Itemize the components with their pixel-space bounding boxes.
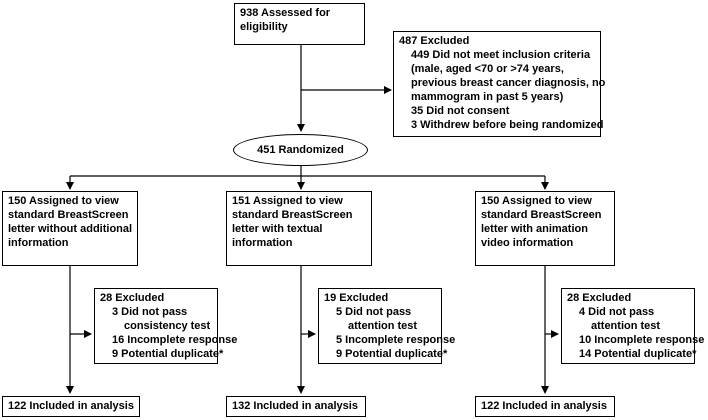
excluded-top-line: (male, aged <70 or >74 years,	[411, 63, 564, 75]
arm-3-assigned-line: 150 Assigned to view	[481, 195, 592, 207]
arm-2-assigned-line: information	[232, 237, 293, 249]
arm-1-excluded-header: 28 Excluded	[100, 292, 165, 304]
arm-1-excluded-line: 9 Potential duplicate*	[112, 348, 224, 360]
arm-2-excluded-line: 9 Potential duplicate*	[336, 348, 448, 360]
excluded-top-line: 35 Did not consent	[411, 105, 510, 117]
arm-1-excluded-line: 3 Did not pass	[112, 306, 188, 318]
arm-3-excluded-header: 28 Excluded	[567, 292, 632, 304]
assessed-line-1: 938 Assessed for	[240, 7, 331, 19]
randomized-node: 451 Randomized	[233, 134, 368, 166]
randomized-label: 451 Randomized	[257, 144, 344, 156]
arm-2-excluded-line: 5 Incomplete response	[336, 334, 456, 346]
excluded-top-line: mammogram in past 5 years)	[411, 91, 564, 103]
arm-3-assigned-line: letter with animation	[481, 223, 588, 235]
arm-2-excluded-line: attention test	[348, 320, 418, 332]
arm-3-assigned-line: video information	[481, 237, 574, 249]
arm-3-excluded-line: attention test	[591, 320, 661, 332]
arm-1-excluded-line: 16 Incomplete response	[112, 334, 238, 346]
arm-2-assigned-line: standard BreastScreen	[232, 209, 353, 221]
arm-3-analysis-label: 122 Included in analysis	[481, 400, 607, 412]
excluded-top-line: 449 Did not meet inclusion criteria	[411, 49, 591, 61]
arm-3-assigned-line: standard BreastScreen	[481, 209, 602, 221]
arm-1-assigned-box: 150 Assigned to view standard BreastScre…	[2, 191, 138, 266]
arm-1-assigned-line: letter without additional	[8, 223, 133, 235]
excluded-top-line: previous breast cancer diagnosis, no	[411, 77, 606, 89]
arm-1-excluded-line: consistency test	[124, 320, 211, 332]
arm-3-excluded-line: 10 Incomplete response	[579, 334, 705, 346]
arm-1-excluded-box: 28 Excluded 3 Did not pass consistency t…	[94, 288, 238, 364]
arm-3-analysis-box: 122 Included in analysis	[475, 396, 615, 417]
excluded-top-line: 3 Withdrew before being randomized	[411, 119, 604, 131]
arm-1-analysis-box: 122 Included in analysis	[2, 396, 140, 417]
arm-3-excluded-line: 4 Did not pass	[579, 306, 655, 318]
arm-2-excluded-header: 19 Excluded	[324, 292, 389, 304]
arm-1-assigned-line: 150 Assigned to view	[8, 195, 119, 207]
arm-1-assigned-line: information	[8, 237, 69, 249]
assessed-box: 938 Assessed for eligibility	[234, 3, 365, 45]
arm-2-analysis-box: 132 Included in analysis	[226, 396, 366, 417]
arm-3-assigned-box: 150 Assigned to view standard BreastScre…	[475, 191, 615, 266]
arm-2-excluded-box: 19 Excluded 5 Did not pass attention tes…	[318, 288, 456, 364]
arm-3-excluded-box: 28 Excluded 4 Did not pass attention tes…	[561, 288, 705, 364]
arm-2-assigned-line: 151 Assigned to view	[232, 195, 343, 207]
arm-3-excluded-line: 14 Potential duplicate*	[579, 348, 697, 360]
assessed-line-2: eligibility	[240, 21, 288, 33]
excluded-top-header: 487 Excluded	[399, 35, 470, 47]
arm-2-assigned-box: 151 Assigned to view standard BreastScre…	[226, 191, 372, 266]
arm-1-assigned-line: standard BreastScreen	[8, 209, 129, 221]
excluded-top-box: 487 Excluded 449 Did not meet inclusion …	[393, 31, 606, 137]
arm-2-assigned-line: letter with textual	[232, 223, 323, 235]
arm-2-excluded-line: 5 Did not pass	[336, 306, 412, 318]
arm-1-analysis-label: 122 Included in analysis	[8, 400, 134, 412]
arm-2-analysis-label: 132 Included in analysis	[232, 400, 358, 412]
